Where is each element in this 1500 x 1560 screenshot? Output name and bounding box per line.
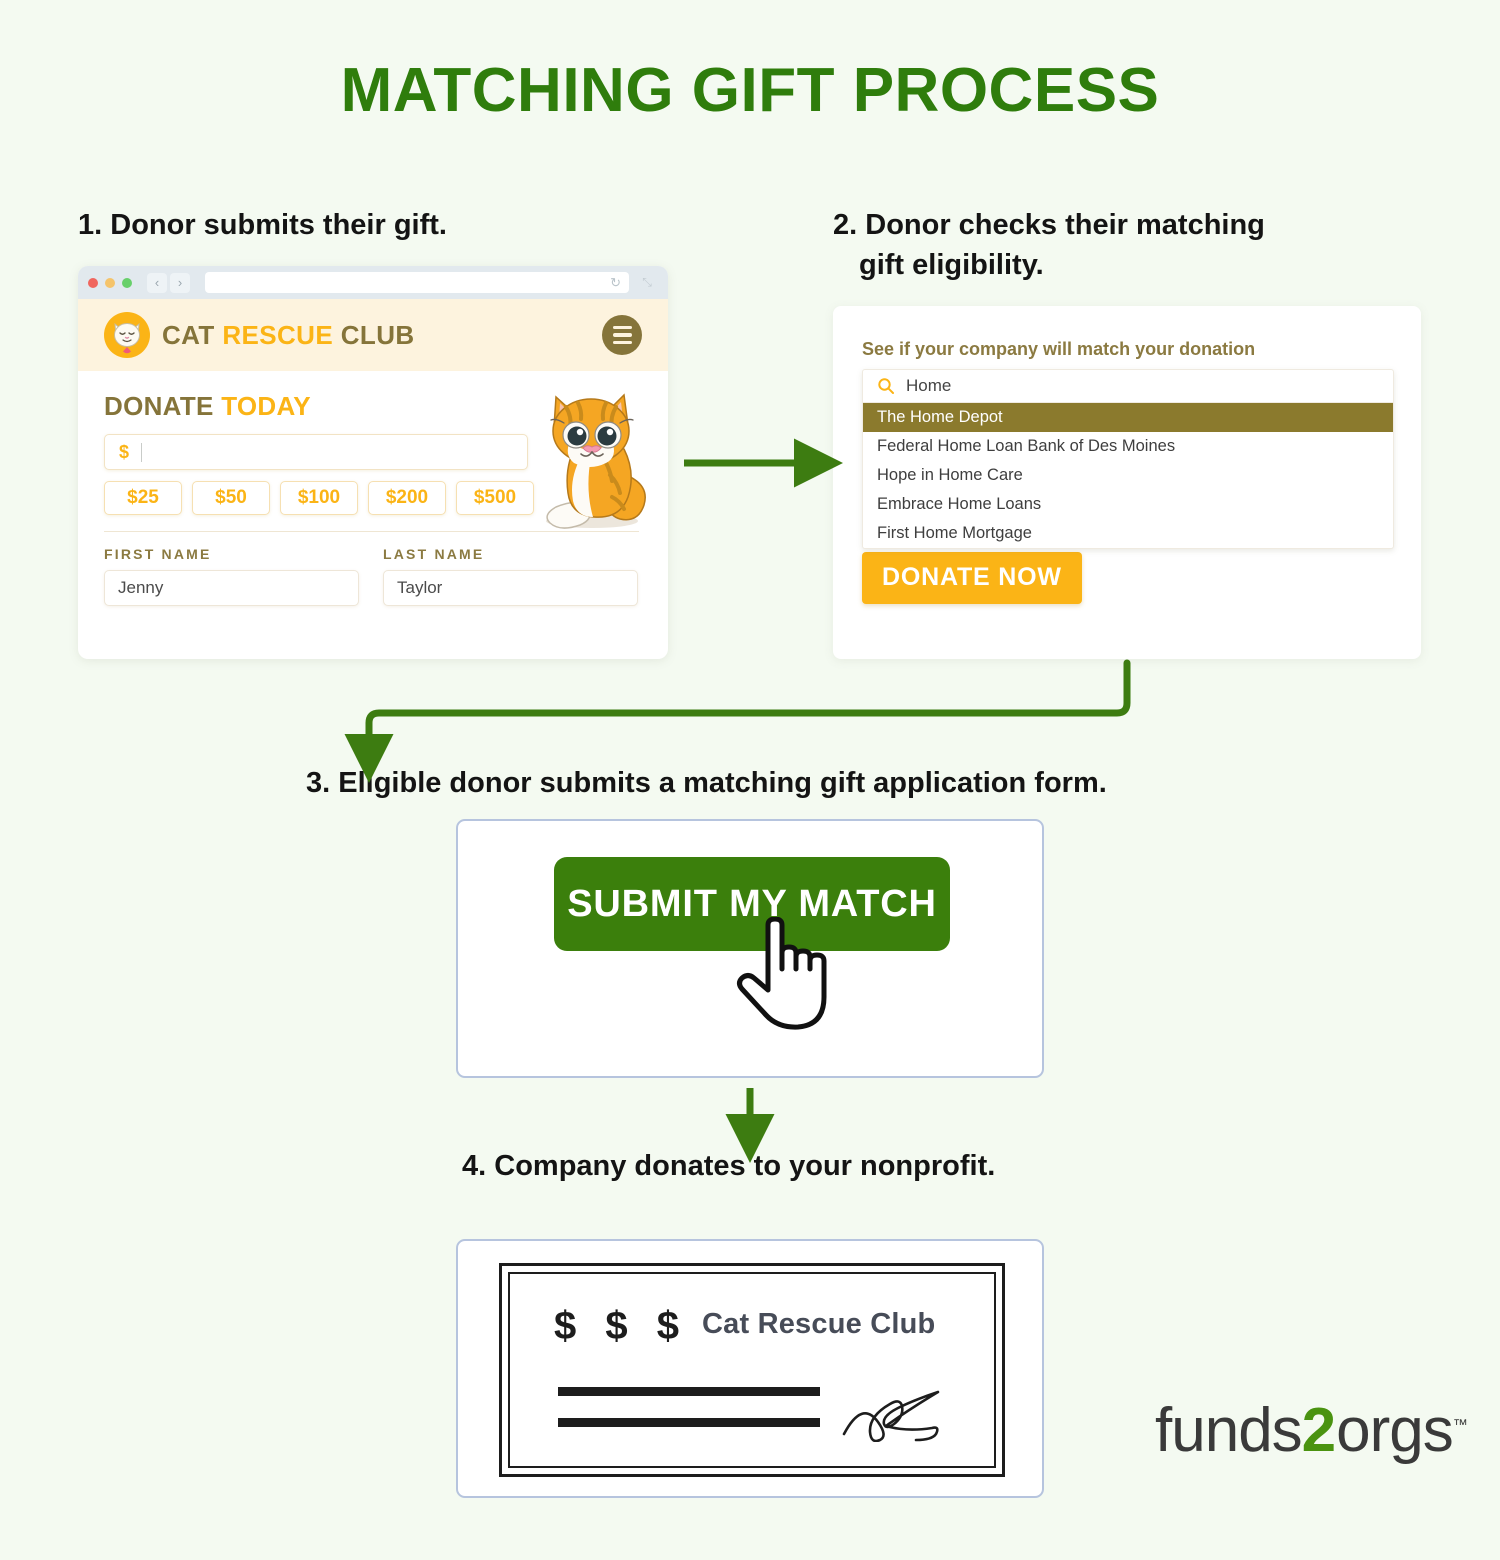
url-input[interactable]: ↻: [205, 272, 629, 293]
form-divider: [104, 531, 639, 532]
amount-chip-500[interactable]: $500: [456, 481, 534, 515]
logo-part-funds: funds: [1155, 1396, 1303, 1465]
amount-chip-25[interactable]: $25: [104, 481, 182, 515]
search-result-item[interactable]: Hope in Home Care: [877, 466, 1023, 484]
last-name-label: LAST NAME: [383, 546, 485, 562]
amount-chip-100[interactable]: $100: [280, 481, 358, 515]
donate-now-button[interactable]: DONATE NOW: [862, 552, 1082, 604]
eligibility-heading: See if your company will match your dona…: [862, 339, 1256, 359]
check-amount-marks: $ $ $: [554, 1304, 688, 1348]
preset-amount-chips: $25 $50 $100 $200 $500: [104, 481, 642, 515]
step-2-text-line1: Donor checks their matching: [865, 209, 1265, 241]
check-inner-border: $ $ $ Cat Rescue Club: [508, 1272, 996, 1468]
search-result-item[interactable]: Embrace Home Loans: [877, 495, 1042, 513]
step-1-number: 1.: [78, 209, 103, 241]
logo-accent-two: 2: [1301, 1396, 1337, 1465]
donation-page-browser-mockup: ‹ › ↻ ⤡: [78, 266, 668, 659]
step-2-text-line2: gift eligibility.: [859, 249, 1044, 282]
check-line: [558, 1387, 820, 1396]
amount-chip-50[interactable]: $50: [192, 481, 270, 515]
expand-icon[interactable]: ⤡: [642, 275, 652, 289]
reload-icon[interactable]: ↻: [610, 274, 621, 290]
donation-amount-input[interactable]: $: [104, 434, 528, 470]
last-name-input[interactable]: Taylor: [383, 570, 638, 606]
step-1-heading: 1. Donor submits their gift.: [78, 205, 447, 245]
step-2-heading: 2. Donor checks their matching gift elig…: [833, 205, 1353, 285]
brand-part-club: CLUB: [340, 319, 415, 350]
brand-part-cat: CAT: [162, 319, 215, 350]
maximize-dot-icon[interactable]: [122, 277, 132, 288]
funds2orgs-logo: funds2orgs™: [1155, 1400, 1468, 1462]
donation-form: DONATE TODAY $ $25 $50 $100 $200 $500 FI…: [78, 371, 668, 606]
currency-symbol: $: [119, 441, 130, 462]
search-result-item[interactable]: Federal Home Loan Bank of Des Moines: [877, 437, 1176, 455]
cat-logo-icon: [104, 312, 150, 358]
pointing-hand-cursor-icon: [737, 917, 827, 1030]
close-dot-icon[interactable]: [88, 277, 98, 288]
brand-part-rescue: RESCUE: [222, 319, 334, 350]
trademark-symbol: ™: [1452, 1416, 1468, 1434]
company-search-dropdown: Home The Home Depot Federal Home Loan Ba…: [862, 369, 1394, 549]
step-4-heading: 4. Company donates to your nonprofit.: [462, 1146, 995, 1186]
last-name-group: LAST NAME Taylor: [383, 546, 638, 606]
search-icon: [878, 378, 894, 394]
step-3-heading: 3. Eligible donor submits a matching gif…: [306, 763, 1107, 803]
step-1-text: Donor submits their gift.: [110, 209, 447, 241]
forward-icon[interactable]: ›: [170, 272, 190, 293]
step-3-number: 3.: [306, 767, 331, 799]
step-4-number: 4.: [462, 1150, 487, 1182]
check-line: [558, 1418, 820, 1427]
first-name-group: FIRST NAME Jenny: [104, 546, 359, 606]
check-graphic: $ $ $ Cat Rescue Club: [499, 1263, 1005, 1477]
back-icon[interactable]: ‹: [147, 272, 167, 293]
text-caret: [141, 442, 143, 462]
site-header: CAT RESCUE CLUB: [78, 299, 668, 371]
step-4-text: Company donates to your nonprofit.: [494, 1150, 996, 1182]
check-payee-name: Cat Rescue Club: [702, 1308, 936, 1340]
company-search-input[interactable]: Home: [863, 370, 1393, 403]
kitten-illustration: [546, 393, 646, 529]
search-result-item[interactable]: The Home Depot: [863, 403, 1393, 432]
first-name-label: FIRST NAME: [104, 546, 212, 562]
name-fields-row: FIRST NAME Jenny LAST NAME Taylor: [104, 546, 642, 606]
submit-match-card: SUBMIT MY MATCH: [456, 819, 1044, 1078]
search-result-item[interactable]: First Home Mortgage: [877, 524, 1032, 542]
company-check-card: $ $ $ Cat Rescue Club: [456, 1239, 1044, 1498]
page-title: MATCHING GIFT PROCESS: [340, 56, 1160, 125]
search-query-text: Home: [906, 376, 952, 395]
site-logo[interactable]: CAT RESCUE CLUB: [104, 312, 415, 358]
signature-scribble-icon: [842, 1390, 940, 1442]
donate-heading-part2: TODAY: [221, 391, 311, 421]
donate-heading-part1: DONATE: [104, 391, 214, 421]
submit-my-match-button[interactable]: SUBMIT MY MATCH: [554, 857, 950, 951]
logo-part-orgs: orgs: [1336, 1396, 1454, 1465]
amount-chip-200[interactable]: $200: [368, 481, 446, 515]
browser-chrome-bar: ‹ › ↻ ⤡: [78, 266, 668, 299]
donate-heading: DONATE TODAY: [104, 391, 642, 422]
site-brand-name: CAT RESCUE CLUB: [162, 320, 415, 351]
first-name-input[interactable]: Jenny: [104, 570, 359, 606]
minimize-dot-icon[interactable]: [105, 277, 115, 288]
browser-nav-buttons: ‹ ›: [147, 272, 190, 293]
hamburger-menu-icon[interactable]: [602, 315, 642, 355]
step-2-number: 2.: [833, 209, 858, 241]
arrow-step2-to-step3: [344, 659, 1131, 783]
step-3-text: Eligible donor submits a matching gift a…: [338, 767, 1107, 799]
matching-gift-search-card: See if your company will match your dona…: [833, 306, 1421, 659]
